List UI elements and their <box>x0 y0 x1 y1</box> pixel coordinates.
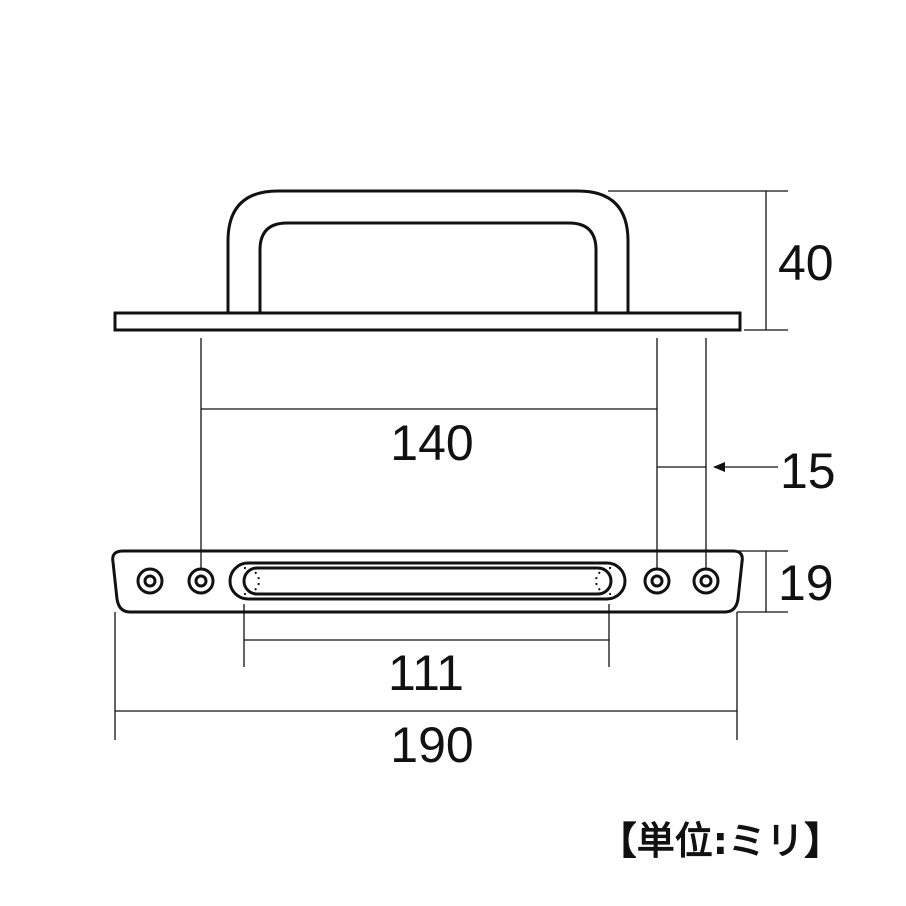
hole-spacing-dimension: 15 <box>657 443 836 499</box>
top-base-plate <box>111 549 744 614</box>
mounting-hole <box>136 567 164 595</box>
hole-spacing-label: 15 <box>780 443 836 499</box>
side-view <box>113 189 742 332</box>
hole-pitch-label: 140 <box>390 415 473 471</box>
mounting-hole <box>643 567 671 595</box>
mounting-hole <box>692 567 720 595</box>
plate-width-dimension: 19 <box>737 550 834 613</box>
height-dimension: 40 <box>608 190 834 331</box>
overall-length-dimension: 190 <box>114 612 738 773</box>
slot-length-label: 111 <box>388 645 464 701</box>
handle-bar-outer <box>226 189 630 313</box>
top-view <box>111 549 744 614</box>
unit-note: 【単位:ミリ】 <box>599 819 842 863</box>
slot-inner <box>242 566 613 596</box>
side-base-plate <box>113 311 742 332</box>
plate-width-label: 19 <box>778 555 834 611</box>
extension-lines <box>200 338 707 568</box>
height-dimension-label: 40 <box>778 235 834 291</box>
slot-length-dimension: 111 <box>243 604 610 701</box>
mounting-hole <box>187 567 215 595</box>
overall-length-label: 190 <box>390 717 473 773</box>
hole-pitch-dimension: 140 <box>201 408 657 471</box>
slot-outer <box>228 561 627 601</box>
handle-bar-inner <box>258 221 598 313</box>
